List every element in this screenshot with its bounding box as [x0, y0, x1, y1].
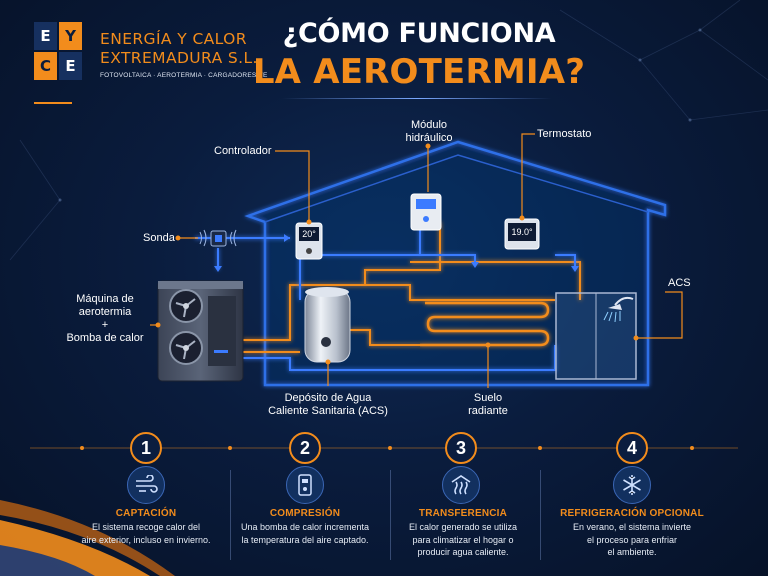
step-4-desc-line: el proceso para enfriar: [586, 534, 678, 545]
label-suelo-line1: Suelo: [473, 392, 503, 404]
label-acs: ACS: [668, 277, 691, 289]
step-2-title: COMPRESIÓN: [269, 508, 341, 519]
step-3-desc-line: para climatizar el hogar o: [412, 534, 514, 545]
step-1-title: CAPTACIÓN: [115, 508, 177, 519]
step-4-description: En verano, el sistema invierte el proces…: [557, 521, 707, 559]
step-2-desc-line: la temperatura del aire captado.: [241, 534, 369, 545]
controller-device: [295, 222, 323, 260]
hot-water-pipes: [243, 222, 581, 353]
step-3-desc-line: producir agua caliente.: [417, 547, 509, 557]
title-underline: [282, 98, 552, 99]
label-modulo-hidraulico: Módulo hidráulico: [394, 119, 464, 145]
step-1-number: 1: [130, 432, 162, 464]
logo-letter: E: [34, 22, 57, 50]
logo-letter: E: [59, 52, 82, 80]
step-1-desc-line: aire exterior, incluso en invierno.: [81, 534, 211, 545]
step-2-number: 2: [289, 432, 321, 464]
company-logo: E Y C E: [34, 22, 84, 82]
step-2-description: Una bomba de calor incrementa la tempera…: [230, 521, 380, 546]
underfloor-heating-coil: [420, 301, 550, 347]
step-2-desc-line: Una bomba de calor incrementa: [240, 522, 370, 532]
step-4-desc-line: En verano, el sistema invierte: [572, 522, 692, 532]
step-3-title: TRANSFERENCIA: [418, 508, 508, 519]
step-4-title: REFRIGERACIÓN OPCIONAL: [560, 508, 704, 519]
label-modulo-line2: hidráulico: [405, 132, 453, 144]
label-sonda: Sonda: [143, 232, 175, 244]
label-deposito-line2: Caliente Sanitaria (ACS): [268, 405, 388, 417]
logo-letter: Y: [59, 22, 82, 50]
label-suelo-line2: radiante: [468, 405, 508, 417]
step-1-description: El sistema recoge calor del aire exterio…: [71, 521, 221, 546]
label-termostato: Termostato: [537, 128, 592, 140]
heat-pump-unit: [157, 280, 244, 382]
heat-waves-icon: [442, 466, 480, 504]
label-modulo-line1: Módulo: [410, 119, 448, 131]
step-divider: [540, 470, 541, 560]
step-divider: [390, 470, 391, 560]
step-4-number: 4: [616, 432, 648, 464]
wind-icon: [127, 466, 165, 504]
company-name-line2: EXTREMADURA S.L.: [100, 49, 258, 67]
page-title-line1: ¿CÓMO FUNCIONA: [282, 18, 556, 49]
label-suelo-radiante: Suelo radiante: [458, 392, 518, 418]
thermostat-device: [504, 218, 540, 250]
step-4-desc-line: el ambiente.: [607, 547, 657, 557]
thermostat-display: 19.0°: [511, 227, 533, 237]
company-tagline: FOTOVOLTAICA · AEROTERMIA · CARGADORES V…: [100, 72, 268, 79]
label-maquina-line3: +: [101, 319, 109, 331]
hydraulic-module: [410, 193, 442, 231]
label-maquina-line1: Máquina de: [76, 293, 134, 305]
step-3-description: El calor generado se utiliza para climat…: [388, 521, 538, 559]
label-maquina-line2: aerotermia: [78, 306, 132, 318]
heat-pump-icon: [286, 466, 324, 504]
label-maquina-aerotermia: Máquina de aerotermia + Bomba de calor: [60, 293, 150, 345]
company-name: ENERGÍA Y CALOR EXTREMADURA S.L.: [100, 30, 258, 68]
step-divider: [230, 470, 231, 560]
snowflake-icon: [613, 466, 651, 504]
company-name-line1: ENERGÍA Y CALOR: [100, 30, 247, 48]
leader-lines: [150, 133, 683, 388]
water-tank: [304, 287, 351, 363]
label-controlador: Controlador: [214, 145, 272, 157]
step-3-desc-line: El calor generado se utiliza: [408, 522, 518, 532]
logo-letter: C: [34, 52, 57, 80]
label-deposito-acs: Depósito de Agua Caliente Sanitaria (ACS…: [258, 392, 398, 418]
probe-sensor: [199, 229, 237, 247]
step-1-desc-line: El sistema recoge calor del: [91, 522, 201, 532]
controller-display: 20°: [302, 229, 316, 239]
logo-divider: [34, 102, 72, 104]
step-3-number: 3: [445, 432, 477, 464]
shower-cabin: [555, 292, 637, 380]
page-title-line2: LA AEROTERMIA?: [252, 52, 586, 92]
label-maquina-line4: Bomba de calor: [66, 332, 144, 344]
label-deposito-line1: Depósito de Agua: [284, 392, 372, 404]
